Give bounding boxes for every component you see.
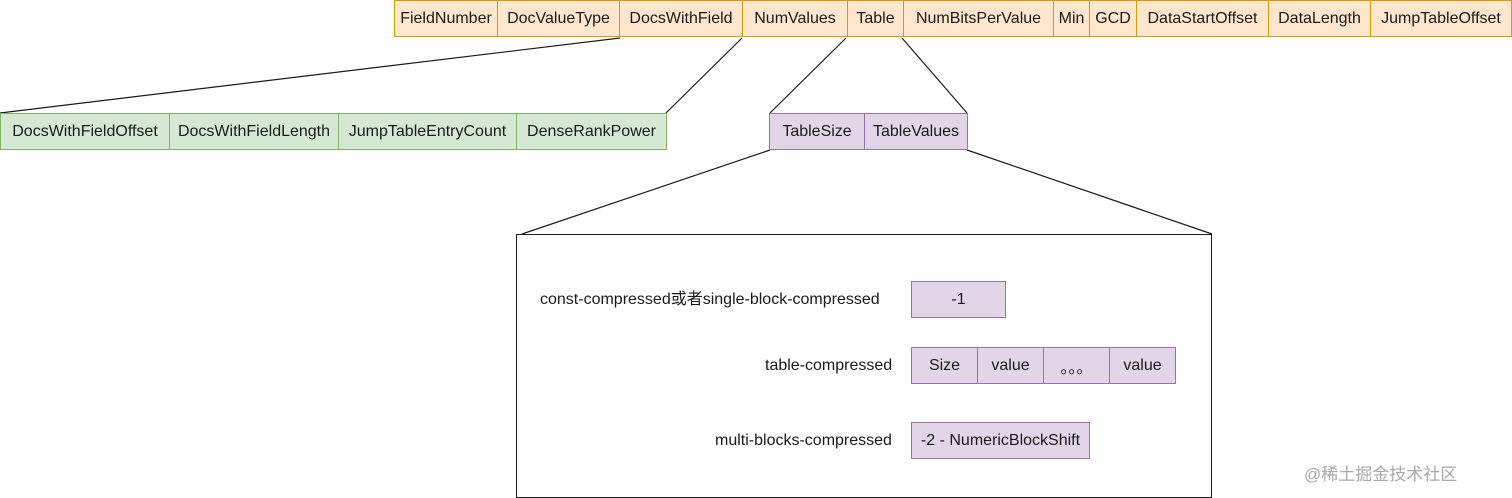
connector-table-right: [901, 37, 968, 114]
table-compressed-row: Size value 。。。 value: [911, 347, 1176, 384]
field-fieldnumber: FieldNumber: [394, 0, 498, 37]
docswithfield-row: DocsWithFieldOffset DocsWithFieldLength …: [0, 113, 667, 150]
field-jumptableoffset: JumpTableOffset: [1370, 0, 1512, 37]
field-tablesize: TableSize: [769, 113, 865, 150]
field-numbitspervalue: NumBitsPerValue: [903, 0, 1054, 37]
table-ellipsis-cell: 。。。: [1043, 347, 1110, 384]
top-field-row: FieldNumber DocValueType DocsWithField N…: [394, 0, 1512, 37]
table-compressed-label: table-compressed: [765, 357, 893, 374]
field-gcd: GCD: [1089, 0, 1137, 37]
field-docswithfield: DocsWithField: [619, 0, 743, 37]
field-docswithfieldoffset: DocsWithFieldOffset: [0, 113, 170, 150]
field-jumptableentrycount: JumpTableEntryCount: [338, 113, 517, 150]
connector-docswithfield-left: [0, 37, 621, 114]
field-numvalues: NumValues: [742, 0, 848, 37]
connector-table-left: [769, 37, 847, 114]
multi-blocks-compressed-label: multi-blocks-compressed: [715, 432, 892, 449]
const-compressed-row: -1: [911, 281, 1006, 318]
field-min: Min: [1053, 0, 1090, 37]
field-docswithfieldlength: DocsWithFieldLength: [169, 113, 339, 150]
connector-docswithfield-right: [665, 37, 743, 114]
watermark: @稀土掘金技术社区: [1304, 465, 1458, 484]
const-compressed-label: const-compressed或者single-block-compresse…: [540, 291, 880, 308]
field-docvaluetype: DocValueType: [497, 0, 620, 37]
table-size-cell: Size: [911, 347, 978, 384]
field-denserankpower: DenseRankPower: [516, 113, 667, 150]
field-datastartoffset: DataStartOffset: [1136, 0, 1269, 37]
field-table: Table: [847, 0, 904, 37]
connector-tablevalues-right: [966, 149, 1213, 235]
field-datalength: DataLength: [1268, 0, 1371, 37]
table-value-cell: value: [1109, 347, 1176, 384]
field-tablevalues: TableValues: [864, 113, 968, 150]
multi-blocks-compressed-row: -2 - NumericBlockShift: [911, 422, 1090, 459]
connector-tablevalues-left: [521, 149, 771, 235]
table-value-cell: value: [977, 347, 1044, 384]
table-row: TableSize TableValues: [769, 113, 968, 150]
const-value-cell: -1: [911, 281, 1006, 318]
multi-value-cell: -2 - NumericBlockShift: [911, 422, 1090, 459]
